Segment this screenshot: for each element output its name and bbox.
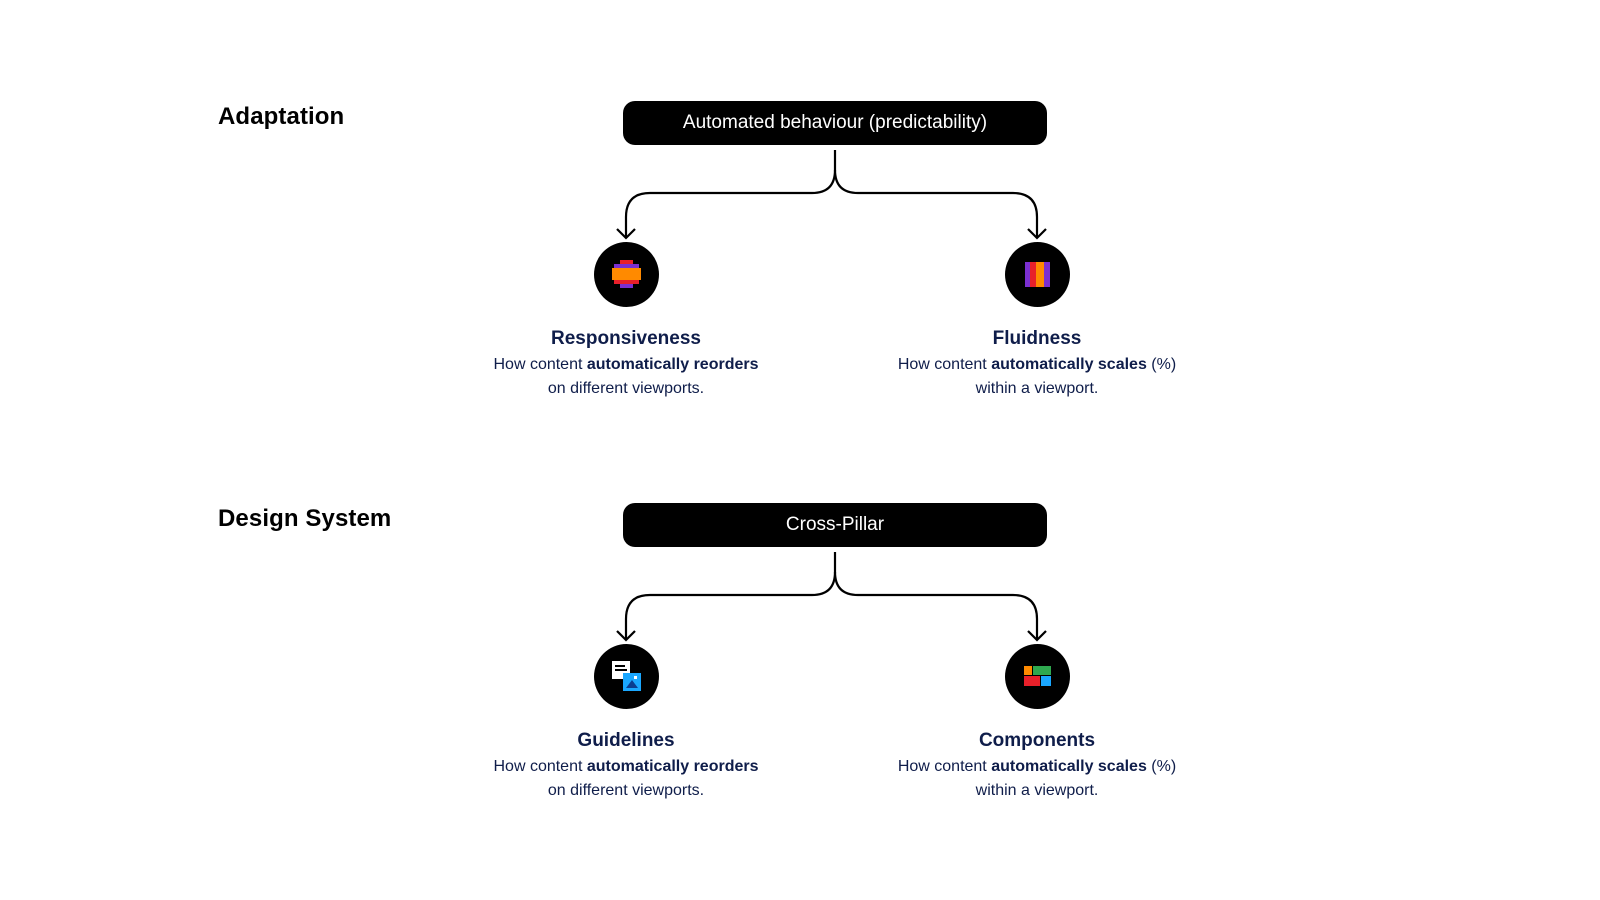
node-title: Components	[978, 730, 1096, 751]
responsive-stack-icon	[594, 242, 659, 307]
branch-connector	[616, 150, 1047, 240]
node-guidelines: Guidelines How content automatically reo…	[461, 727, 791, 803]
component-blocks-icon	[1005, 644, 1070, 709]
document-image-icon	[594, 644, 659, 709]
arrow-down-icon	[616, 228, 636, 240]
branch-connector	[616, 552, 1047, 642]
node-title: Responsiveness	[551, 328, 701, 349]
node-description: How content automatically reorders on di…	[493, 356, 759, 397]
node-components: Components How content automatically sca…	[872, 727, 1202, 803]
root-node: Cross-Pillar	[623, 503, 1047, 547]
node-description: How content automatically scales (%) wit…	[897, 758, 1177, 799]
root-node-label: Automated behaviour (predictability)	[682, 112, 988, 133]
node-title: Fluidness	[992, 328, 1082, 349]
root-node: Automated behaviour (predictability)	[623, 101, 1047, 145]
node-title: Guidelines	[577, 730, 675, 751]
arrow-down-icon	[1027, 228, 1047, 240]
node-description: How content automatically scales (%) wit…	[897, 356, 1177, 397]
design-system-section: Design System Cross-Pillar Guidelines Ho…	[0, 402, 1600, 822]
arrow-down-icon	[1027, 630, 1047, 642]
node-responsiveness: Responsiveness How content automatically…	[461, 325, 791, 401]
section-title: Design System	[218, 505, 392, 532]
arrow-down-icon	[616, 630, 636, 642]
section-title: Adaptation	[218, 103, 345, 130]
fluid-columns-icon	[1005, 242, 1070, 307]
root-node-label: Cross-Pillar	[785, 514, 885, 535]
adaptation-section: Adaptation Automated behaviour (predicta…	[0, 0, 1600, 420]
node-fluidness: Fluidness How content automatically scal…	[872, 325, 1202, 401]
node-description: How content automatically reorders on di…	[493, 758, 759, 799]
